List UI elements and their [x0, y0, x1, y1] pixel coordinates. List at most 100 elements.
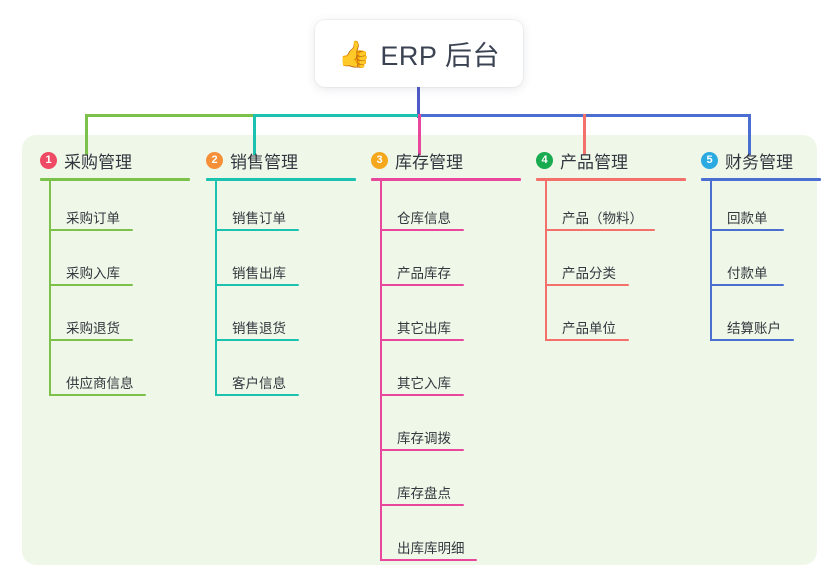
- branch-item-underline: [49, 284, 133, 286]
- branch-item-label: 产品（物料）: [562, 211, 643, 226]
- branch-spine: [380, 181, 382, 561]
- branch-underline: [536, 178, 686, 181]
- branch-items: 采购订单采购入库采购退货供应商信息: [40, 181, 190, 401]
- branch-item-label: 库存调拨: [397, 431, 451, 446]
- root-node[interactable]: 👍 ERP 后台: [315, 20, 523, 87]
- branch-items: 回款单付款单结算账户: [701, 181, 821, 346]
- branch-header-4[interactable]: 4 产品管理: [536, 148, 686, 172]
- branch-item[interactable]: 客户信息: [206, 346, 356, 401]
- branch-item-underline: [49, 394, 146, 396]
- branch-number-badge: 3: [371, 151, 388, 169]
- root-node-content: 👍 ERP 后台: [338, 34, 500, 73]
- branch-item-label: 产品分类: [562, 266, 616, 281]
- branch-title: 销售管理: [230, 152, 298, 172]
- branch-item[interactable]: 库存调拨: [371, 401, 521, 456]
- branch-item-underline: [215, 394, 299, 396]
- branch-item[interactable]: 回款单: [701, 181, 821, 236]
- branch-item[interactable]: 其它出库: [371, 291, 521, 346]
- branch-number-badge: 1: [40, 151, 57, 169]
- branch-underline: [371, 178, 521, 181]
- branch-items: 销售订单销售出库销售退货客户信息: [206, 181, 356, 401]
- branch-item-label: 采购入库: [66, 266, 120, 281]
- branch-items: 仓库信息产品库存其它出库其它入库库存调拨库存盘点出库库明细: [371, 181, 521, 566]
- branch-item[interactable]: 仓库信息: [371, 181, 521, 236]
- branch-number-badge: 2: [206, 151, 223, 169]
- branch-item[interactable]: 销售订单: [206, 181, 356, 236]
- branch-header-3[interactable]: 3 库存管理: [371, 148, 521, 172]
- bus-segment-2: [253, 114, 421, 117]
- branch-item-underline: [215, 284, 299, 286]
- branch-item-label: 销售退货: [232, 321, 286, 336]
- branch-item-label: 付款单: [727, 266, 768, 281]
- branch-item[interactable]: 采购入库: [40, 236, 190, 291]
- branch-item-label: 库存盘点: [397, 486, 451, 501]
- branch-item-underline: [710, 229, 784, 231]
- branch-item[interactable]: 产品（物料）: [536, 181, 686, 236]
- branch-item-underline: [710, 339, 794, 341]
- branch-item-underline: [545, 339, 629, 341]
- branch-item-underline: [380, 229, 464, 231]
- branch-item-underline: [380, 449, 464, 451]
- branch-item[interactable]: 结算账户: [701, 291, 821, 346]
- branch-underline: [40, 178, 190, 181]
- branch-item-underline: [710, 284, 784, 286]
- branch-item-label: 结算账户: [727, 321, 781, 336]
- drop-line-3: [418, 114, 421, 155]
- branch-item-underline: [380, 284, 464, 286]
- branch-item-label: 客户信息: [232, 376, 286, 391]
- branch-header-1[interactable]: 1 采购管理: [40, 148, 190, 172]
- branch-item-underline: [545, 229, 655, 231]
- branch-item-label: 产品库存: [397, 266, 451, 281]
- branch-item[interactable]: 供应商信息: [40, 346, 190, 401]
- branch-column-3: 3 库存管理仓库信息产品库存其它出库其它入库库存调拨库存盘点出库库明细: [371, 148, 521, 566]
- root-title: ERP 后台: [380, 41, 500, 71]
- branch-column-4: 4 产品管理产品（物料） 产品分类产品单位: [536, 148, 686, 346]
- branch-item[interactable]: 出库库明细: [371, 511, 521, 566]
- branch-item[interactable]: 销售退货: [206, 291, 356, 346]
- branch-item-label: 其它入库: [397, 376, 451, 391]
- branch-item-label: 供应商信息: [66, 376, 134, 391]
- branch-item-underline: [380, 339, 464, 341]
- branch-item-label: 仓库信息: [397, 211, 451, 226]
- branch-item-label: 其它出库: [397, 321, 451, 336]
- branch-item[interactable]: 产品单位: [536, 291, 686, 346]
- branch-item[interactable]: 库存盘点: [371, 456, 521, 511]
- branch-item[interactable]: 产品库存: [371, 236, 521, 291]
- branch-spine: [215, 181, 217, 396]
- branch-header-2[interactable]: 2 销售管理: [206, 148, 356, 172]
- branch-item-label: 采购订单: [66, 211, 120, 226]
- drop-line-5: [748, 114, 751, 155]
- branch-item-label: 销售出库: [232, 266, 286, 281]
- branch-item[interactable]: 采购退货: [40, 291, 190, 346]
- branch-item[interactable]: 产品分类: [536, 236, 686, 291]
- trunk-line: [417, 87, 420, 118]
- branch-column-1: 1 采购管理采购订单采购入库采购退货供应商信息: [40, 148, 190, 401]
- branch-title: 库存管理: [395, 152, 463, 172]
- drop-line-2: [253, 114, 256, 155]
- branch-underline: [701, 178, 821, 181]
- branch-item[interactable]: 采购订单: [40, 181, 190, 236]
- branch-item[interactable]: 其它入库: [371, 346, 521, 401]
- diagram-card: [22, 135, 817, 565]
- branch-item-label: 产品单位: [562, 321, 616, 336]
- drop-line-4: [583, 114, 586, 155]
- branch-number-badge: 4: [536, 151, 553, 169]
- branch-item-label: 销售订单: [232, 211, 286, 226]
- branch-item-underline: [380, 394, 464, 396]
- branch-items: 产品（物料） 产品分类产品单位: [536, 181, 686, 346]
- branch-item-underline: [49, 229, 133, 231]
- branch-title: 产品管理: [560, 152, 628, 172]
- branch-item[interactable]: 付款单: [701, 236, 821, 291]
- branch-item-underline: [49, 339, 133, 341]
- branch-title: 采购管理: [64, 152, 132, 172]
- branch-column-2: 2 销售管理销售订单销售出库销售退货客户信息: [206, 148, 356, 401]
- branch-item-underline: [215, 339, 299, 341]
- thumbs-up-icon: 👍: [338, 38, 371, 69]
- branch-title: 财务管理: [725, 152, 793, 172]
- branch-item[interactable]: 销售出库: [206, 236, 356, 291]
- branch-spine: [710, 181, 712, 341]
- branch-item-underline: [380, 559, 477, 561]
- bus-segment-1: [85, 114, 256, 117]
